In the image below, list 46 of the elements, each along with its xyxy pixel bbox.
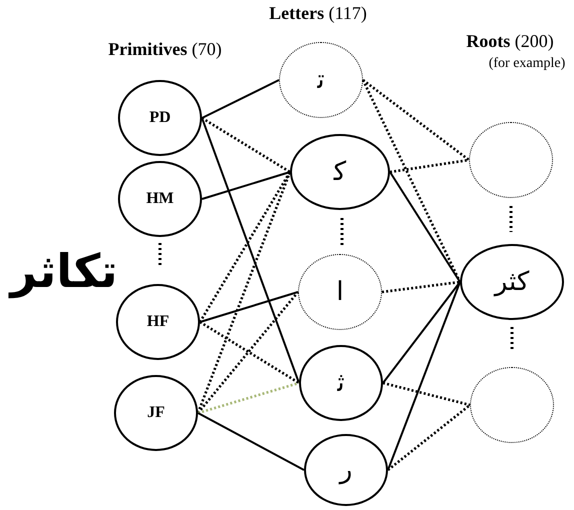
column-heading: Letters (117) (269, 4, 367, 24)
word-text: تكاثر (10, 246, 118, 297)
connector-line (198, 412, 304, 471)
ellipse-node (290, 134, 390, 210)
ellipse-node (299, 345, 383, 421)
ellipse-node (460, 244, 564, 320)
column-heading: Primitives (70) (108, 40, 222, 60)
dotted-connector (198, 171, 292, 323)
connector-line (201, 118, 300, 384)
node-label: PD (149, 110, 171, 126)
dotted-circle (469, 122, 553, 198)
connector-line (200, 291, 298, 323)
dotted-circle (298, 254, 382, 330)
ellipse-node (304, 434, 388, 506)
ellipse-node (114, 375, 198, 451)
column-heading: Roots (200) (466, 32, 554, 52)
dotted-circle (470, 367, 554, 443)
connector-line (389, 171, 461, 283)
dotted-connector (198, 382, 300, 414)
dotted-connector (199, 320, 300, 384)
ellipse-node (116, 284, 200, 360)
connector-line (202, 171, 290, 200)
connector-line (202, 79, 280, 119)
dotted-connector (387, 404, 471, 472)
column-heading: (for example) (488, 56, 566, 72)
connector-line (382, 281, 461, 384)
dotted-connector (362, 78, 470, 162)
ellipse-node (118, 80, 202, 156)
dotted-circle (279, 42, 363, 118)
node-label: ﺗ (317, 67, 325, 93)
dotted-connector (390, 158, 470, 174)
node-label: HF (146, 314, 170, 330)
node-label: JF (147, 405, 165, 421)
node-label: ﺛ (337, 370, 345, 396)
dotted-connector (197, 291, 299, 414)
dotted-connector (201, 116, 291, 174)
node-label: HM (146, 191, 174, 207)
dotted-connector (196, 172, 292, 414)
node-label: ﻛ (334, 159, 346, 185)
node-label: كثر (494, 269, 530, 295)
dotted-connector (382, 382, 470, 406)
ellipse-node (118, 161, 202, 237)
node-label: ا (336, 279, 344, 305)
dotted-connector (382, 280, 460, 294)
connector-line (387, 282, 461, 470)
node-label: ر (340, 457, 352, 483)
